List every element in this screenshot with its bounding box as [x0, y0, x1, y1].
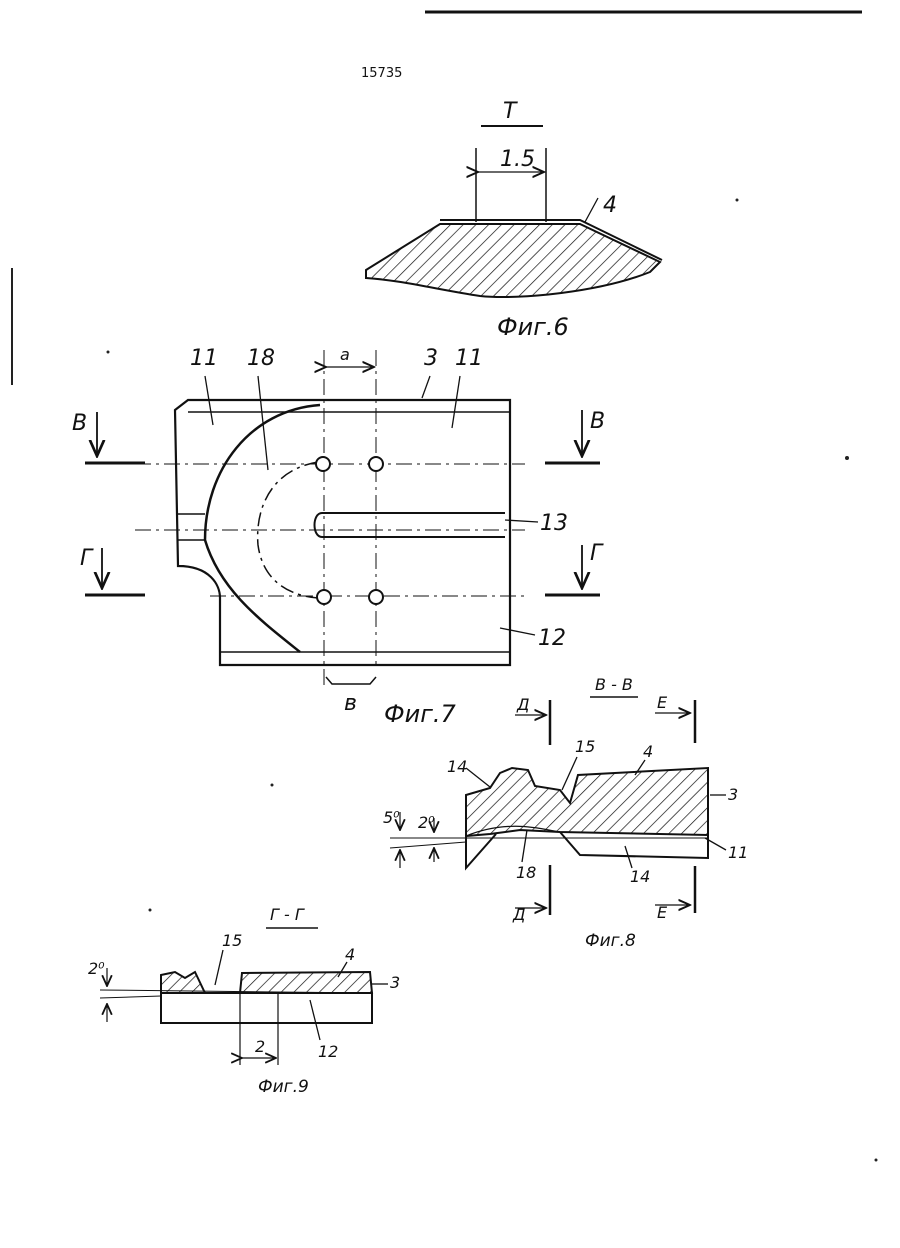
fig7-label-18: 18 [247, 346, 275, 371]
fig8-label-3: 3 [728, 785, 738, 804]
fig8-angle-5: 5⁰ [383, 808, 400, 827]
fig8-title: В - В [595, 675, 633, 694]
fig9-hatched-layer [161, 972, 372, 993]
fig7-label-13: 13 [540, 511, 568, 536]
fig8-hatched-section [466, 768, 708, 836]
fig7-label-12: 12 [538, 626, 566, 651]
fig7-caption: Фиг.7 [384, 700, 456, 728]
fig8-cut-left-top: Д [516, 695, 530, 714]
fig7-section-right-bottom: Г [590, 541, 604, 566]
fig9-label-4: 4 [345, 945, 355, 964]
fig8-label-15: 15 [575, 737, 595, 756]
fig9-angle: 2⁰ [88, 959, 105, 978]
fig9-label-12: 12 [318, 1042, 338, 1061]
fig7-section-right-top: В [590, 409, 605, 434]
fig8-label-4: 4 [643, 742, 653, 761]
fig8-cut-right-bottom: Е [657, 903, 668, 922]
fig9-width: 2 [255, 1037, 265, 1056]
fig7-dim-a: а [340, 345, 350, 364]
figure-7: 11 18 а 3 11 13 12 в В В Г Г Фиг.7 [72, 345, 605, 728]
fig7-label-3: 3 [424, 346, 438, 371]
fig7-label-11-left: 11 [190, 346, 218, 371]
fig8-caption: Фиг.8 [585, 931, 636, 951]
fig9-label-3: 3 [390, 973, 400, 992]
fig9-title: Г - Г [270, 905, 305, 924]
patent-number: 15735 [361, 66, 402, 81]
fig6-section-mark: Т [503, 99, 518, 124]
fig8-label-11: 11 [728, 843, 748, 862]
figure-9: Г - Г 2⁰ 2 15 4 3 12 Фиг.9 [88, 905, 400, 1097]
fig7-dim-b: в [344, 691, 357, 716]
fig8-cut-right-top: Е [657, 693, 668, 712]
fig8-angle-2: 2⁰ [418, 813, 435, 832]
fig9-base-layer [161, 993, 372, 1023]
fig7-section-left-bottom: Г [80, 546, 94, 571]
fig8-label-18: 18 [516, 863, 536, 882]
fig7-plate-outline [175, 400, 510, 665]
fig6-caption: Фиг.6 [497, 313, 569, 341]
fig6-dimension: 1.5 [500, 147, 535, 172]
figure-6: Т 1.5 4 Фиг.6 [366, 99, 662, 341]
fig6-cross-section [366, 224, 660, 297]
fig8-label-14-top: 14 [447, 757, 467, 776]
scan-specks [107, 199, 878, 1162]
fig9-caption: Фиг.9 [258, 1077, 309, 1097]
fig7-section-left-top: В [72, 411, 87, 436]
fig7-label-11-right: 11 [455, 346, 483, 371]
fig9-label-15: 15 [222, 931, 242, 950]
fig8-label-14-bottom: 14 [630, 867, 650, 886]
fig6-part-label: 4 [603, 193, 617, 218]
